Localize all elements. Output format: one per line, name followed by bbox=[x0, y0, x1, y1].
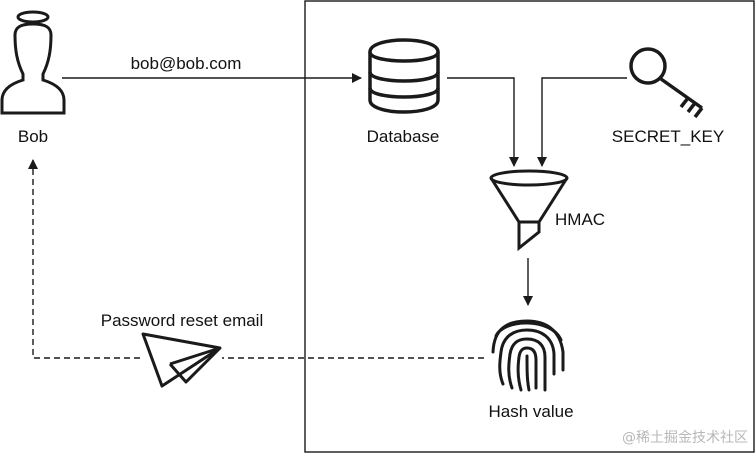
key-icon bbox=[629, 47, 704, 119]
watermark: @稀土掘金技术社区 bbox=[622, 430, 748, 446]
user-icon bbox=[0, 10, 66, 115]
database-icon bbox=[368, 38, 440, 114]
hash-value-label: Hash value bbox=[488, 402, 573, 421]
bob-label: Bob bbox=[18, 127, 48, 146]
edge-email-to-bob bbox=[28, 159, 140, 359]
database-label: Database bbox=[367, 127, 440, 146]
funnel-icon bbox=[489, 169, 569, 252]
edge-database-to-hmac bbox=[447, 77, 519, 167]
paper-plane-icon bbox=[141, 332, 222, 388]
reset-email-label: Password reset email bbox=[101, 311, 264, 330]
secret-key-label: SECRET_KEY bbox=[612, 127, 724, 146]
hmac-label: HMAC bbox=[555, 210, 605, 229]
fingerprint-icon bbox=[491, 319, 565, 392]
edge-email-label: bob@bob.com bbox=[131, 54, 242, 73]
server-boundary bbox=[304, 0, 755, 453]
edge-secret-key-to-hmac bbox=[537, 77, 627, 167]
